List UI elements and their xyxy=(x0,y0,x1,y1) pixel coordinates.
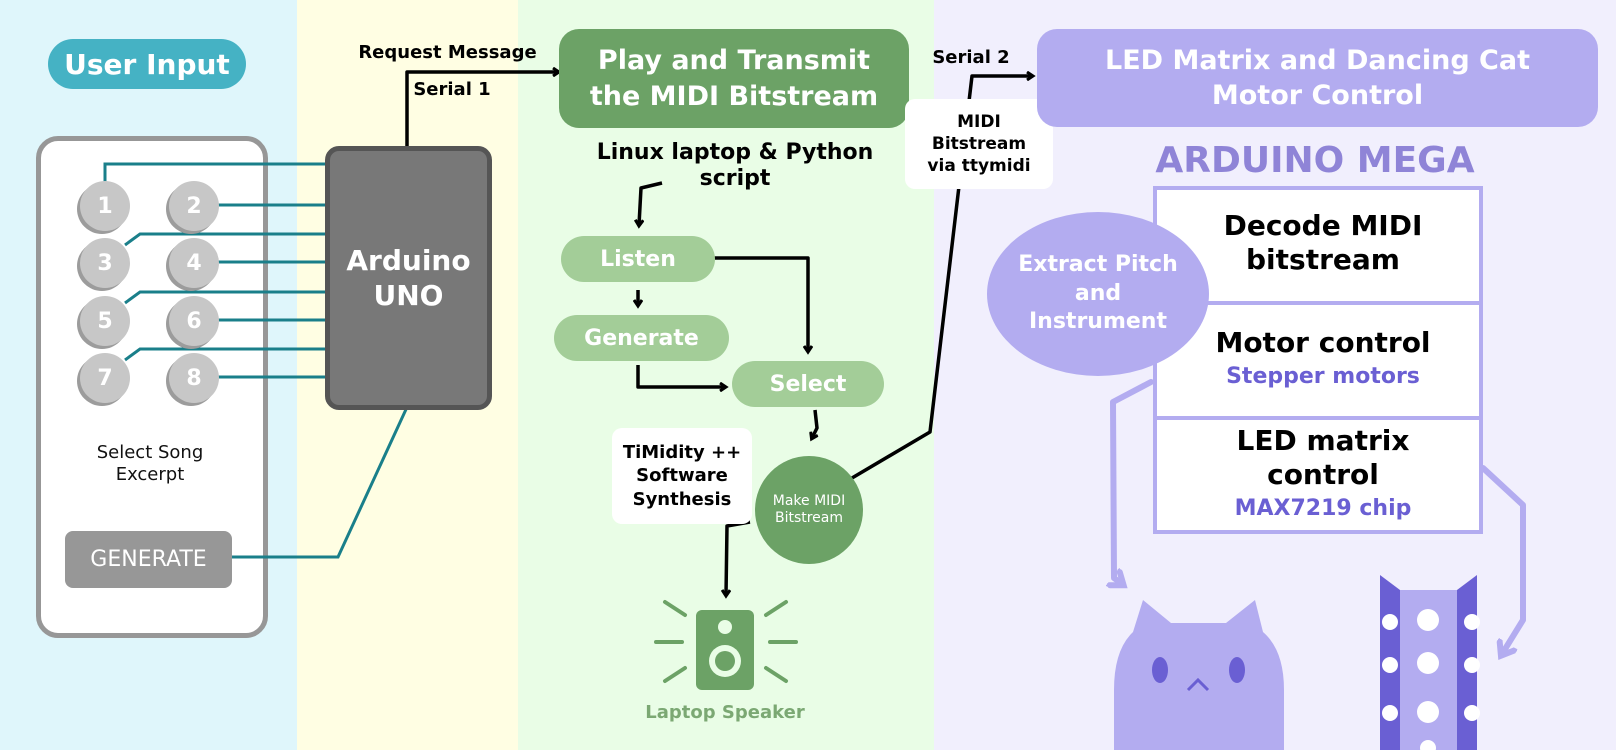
timidity-label: TiMidity ++ Software Synthesis xyxy=(622,441,742,510)
arduino-uno-label: Arduino UNO xyxy=(346,244,471,312)
song-button-2[interactable]: 2 xyxy=(169,181,219,231)
song-button-6-label: 6 xyxy=(186,308,202,334)
laptop-title-text: Play and Transmit the MIDI Bitstream xyxy=(589,45,879,112)
song-button-1[interactable]: 1 xyxy=(80,181,130,231)
generate-node-label: Generate xyxy=(584,325,699,351)
laptop-title-box: Play and Transmit the MIDI Bitstream xyxy=(559,29,909,128)
extract-pitch-node: Extract Pitch and Instrument xyxy=(987,212,1209,376)
song-button-4-label: 4 xyxy=(186,250,202,276)
timidity-box: TiMidity ++ Software Synthesis xyxy=(612,428,752,524)
request-message-label: Request Message xyxy=(358,42,537,63)
song-button-3[interactable]: 3 xyxy=(80,238,130,288)
user-input-title: User Input xyxy=(48,39,246,89)
song-button-3-label: 3 xyxy=(97,250,113,276)
listen-node: Listen xyxy=(561,236,715,282)
mega-divider-1 xyxy=(1153,301,1483,305)
led-matrix-label: LED matrix control xyxy=(1236,424,1410,491)
song-button-2-label: 2 xyxy=(186,193,202,219)
song-button-7-label: 7 xyxy=(97,365,113,391)
song-button-4[interactable]: 4 xyxy=(169,238,219,288)
mega-title-text: LED Matrix and Dancing Cat Motor Control xyxy=(1104,44,1530,111)
motor-control-label: Motor control xyxy=(1215,326,1431,359)
generate-button-label: GENERATE xyxy=(90,547,207,572)
arduino-mega-title: ARDUINO MEGA xyxy=(1155,140,1475,181)
mega-function-stack xyxy=(1153,186,1483,534)
cat-icon xyxy=(1114,600,1284,750)
button-wires xyxy=(103,162,410,559)
song-button-5[interactable]: 5 xyxy=(80,296,130,346)
select-node-label: Select xyxy=(769,371,847,397)
laptop-subtitle: Linux laptop & Python script xyxy=(596,140,874,192)
led-matrix-icon xyxy=(1380,575,1480,750)
motor-arrows xyxy=(1113,379,1526,654)
midi-bitstream-box: MIDI Bitstream via ttymidi xyxy=(905,99,1053,189)
flow-arrows xyxy=(405,72,1032,595)
serial-2-label: Serial 2 xyxy=(932,47,1010,68)
serial-1-label: Serial 1 xyxy=(413,79,491,100)
speaker-icon xyxy=(654,600,798,690)
decode-midi-label: Decode MIDI bitstream xyxy=(1223,209,1423,276)
select-song-label: Select Song Excerpt xyxy=(96,442,204,485)
extract-pitch-label: Extract Pitch and Instrument xyxy=(1018,252,1178,335)
mega-divider-2 xyxy=(1153,416,1483,420)
song-button-5-label: 5 xyxy=(97,308,113,334)
laptop-speaker-label: Laptop Speaker xyxy=(645,702,805,723)
song-button-6[interactable]: 6 xyxy=(169,296,219,346)
make-midi-node: Make MIDI Bitstream xyxy=(755,456,863,564)
generate-node: Generate xyxy=(554,315,729,361)
song-button-8[interactable]: 8 xyxy=(169,353,219,403)
mega-title-box: LED Matrix and Dancing Cat Motor Control xyxy=(1037,29,1598,127)
arduino-uno-board: Arduino UNO xyxy=(325,146,492,410)
user-input-title-text: User Input xyxy=(64,47,230,81)
listen-label: Listen xyxy=(600,246,676,272)
song-button-1-label: 1 xyxy=(97,193,113,219)
stepper-motors-label: Stepper motors xyxy=(1226,364,1420,389)
make-midi-label: Make MIDI Bitstream xyxy=(772,492,846,527)
generate-button[interactable]: GENERATE xyxy=(65,531,232,588)
song-button-8-label: 8 xyxy=(186,365,202,391)
max7219-label: MAX7219 chip xyxy=(1234,496,1412,521)
song-button-7[interactable]: 7 xyxy=(80,353,130,403)
select-node: Select xyxy=(732,361,884,407)
midi-bitstream-label: MIDI Bitstream via ttymidi xyxy=(927,111,1031,177)
